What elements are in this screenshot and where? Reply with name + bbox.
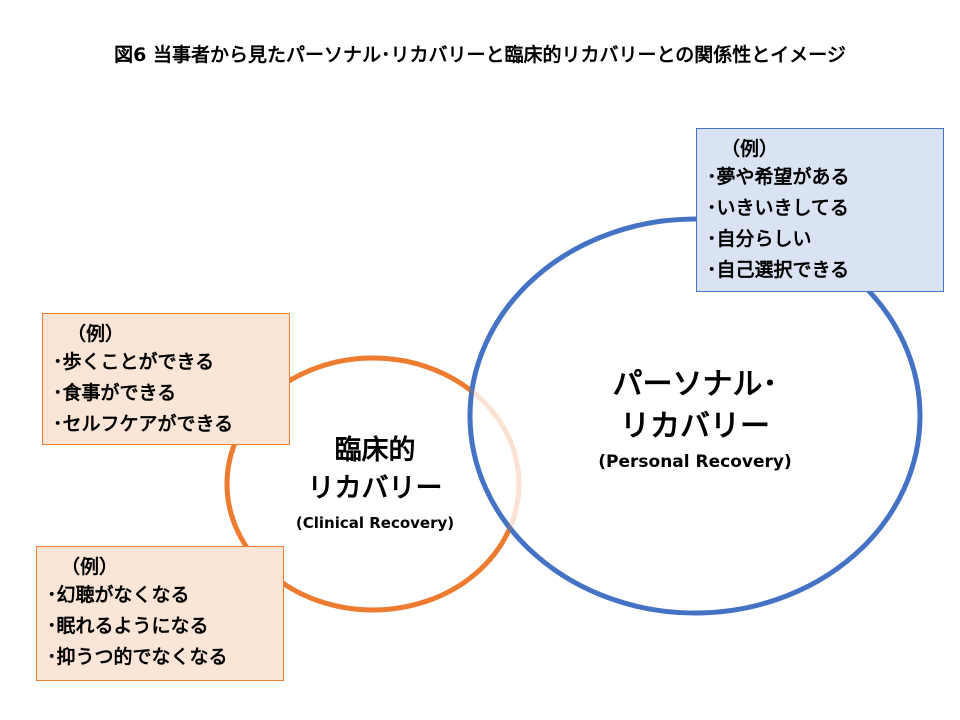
clinical-recovery-label: 臨床的 リカバリー (Clinical Recovery) (270, 432, 480, 534)
personal-recovery-label-line2: リカバリー (620, 409, 770, 444)
clinical-recovery-label-line2: リカバリー (307, 473, 443, 504)
personal-recovery-circle (467, 216, 923, 616)
example-item: ･いきいきしてる (707, 197, 849, 219)
example-item: ･自分らしい (707, 228, 812, 250)
example-item: ･眠れるようになる (47, 615, 209, 637)
example-item: ･自己選択できる (707, 259, 850, 281)
example-label: （例） (61, 556, 119, 578)
clinical-recovery-label-en: (Clinical Recovery) (295, 514, 455, 532)
example-item: ･幻聴がなくなる (47, 584, 190, 606)
example-label: （例） (721, 138, 779, 160)
clinical-examples-box-top: （例） ･歩くことができる ･食事ができる ･セルフケアができる (42, 313, 290, 445)
example-item: ･抑うつ的でなくなる (47, 646, 228, 668)
personal-recovery-label-en: (Personal Recovery) (598, 452, 792, 472)
personal-recovery-label-line1: パーソナル･ (612, 367, 778, 402)
personal-examples-box: （例） ･夢や希望がある ･いきいきしてる ･自分らしい ･自己選択できる (696, 128, 944, 292)
clinical-recovery-label-line1: 臨床的 (334, 435, 416, 466)
clinical-examples-box-bottom: （例） ･幻聴がなくなる ･眠れるようになる ･抑うつ的でなくなる (36, 546, 284, 681)
example-item: ･食事ができる (53, 382, 177, 404)
personal-recovery-label: パーソナル･ リカバリー (Personal Recovery) (555, 364, 835, 474)
diagram-title: 図6 当事者から見たパーソナル･リカバリーと臨床的リカバリーとの関係性とイメージ (114, 44, 846, 66)
example-list: ･夢や希望がある ･いきいきしてる ･自分らしい ･自己選択できる (707, 162, 933, 286)
example-list: ･歩くことができる ･食事ができる ･セルフケアができる (53, 347, 279, 440)
clinical-recovery-overlap-arc (224, 355, 522, 613)
example-list: ･幻聴がなくなる ･眠れるようになる ･抑うつ的でなくなる (47, 580, 273, 673)
example-label: （例） (67, 323, 125, 345)
example-item: ･夢や希望がある (707, 166, 850, 188)
example-item: ･セルフケアができる (53, 413, 234, 435)
example-item: ･歩くことができる (53, 351, 215, 373)
